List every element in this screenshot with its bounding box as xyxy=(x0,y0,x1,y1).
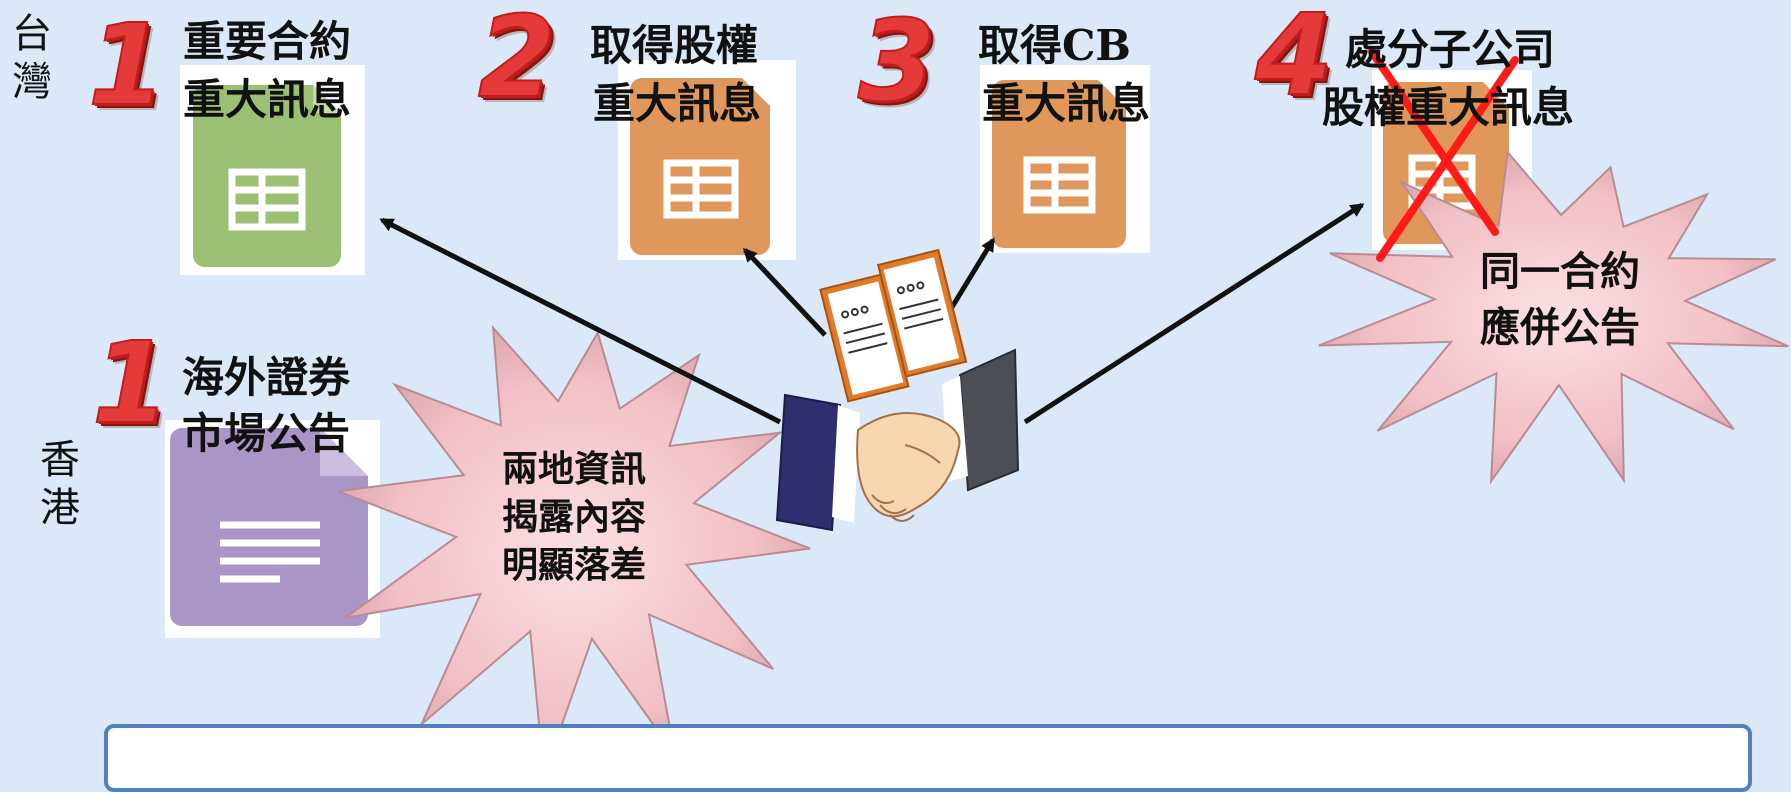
item-3-caption-line1: 取得CB xyxy=(978,21,1131,70)
spreadsheet-doc-icon xyxy=(980,65,1150,253)
spreadsheet-doc-icon xyxy=(180,65,365,275)
gap-burst-line1: 兩地資訊 xyxy=(501,448,646,490)
hk-item-number: 1 xyxy=(91,319,171,449)
item-3-caption-line2: 重大訊息 xyxy=(982,79,1151,128)
hk-item-caption-line2: 市場公告 xyxy=(182,409,351,458)
gap-burst-line3: 明顯落差 xyxy=(501,544,646,586)
item-1-caption-line2: 重大訊息 xyxy=(183,75,352,124)
arrow-to-item-1 xyxy=(379,217,782,425)
item-2-caption-line1: 取得股權 xyxy=(590,21,759,70)
item-2-caption-line2: 重大訊息 xyxy=(593,79,762,128)
region-label-hongkong: 香港 xyxy=(40,437,80,531)
diagram-canvas xyxy=(165,48,1789,745)
item-1-caption-line1: 重要合約 xyxy=(183,17,352,66)
region-label-taiwan: 台灣 xyxy=(12,11,52,105)
bottom-content-box xyxy=(104,724,1752,792)
item-4-number: 4 xyxy=(1254,0,1334,121)
spreadsheet-doc-icon xyxy=(618,60,796,260)
gap-burst-line2: 揭露內容 xyxy=(501,496,646,538)
combine-burst xyxy=(1318,149,1789,485)
item-4-caption-line1: 處分子公司 xyxy=(1345,25,1556,74)
text-doc-icon xyxy=(165,420,380,638)
item-1-number: 1 xyxy=(87,1,167,131)
item-3-number: 3 xyxy=(857,0,937,127)
gap-burst xyxy=(337,324,811,745)
item-4-caption-line2: 股權重大訊息 xyxy=(1322,83,1575,132)
cross-out-mark xyxy=(1368,48,1519,262)
handshake-contract-icon xyxy=(775,248,1020,532)
arrow-to-item-2 xyxy=(742,247,827,337)
combine-burst-line2: 應併公告 xyxy=(1480,304,1640,351)
combine-burst-line1: 同一合約 xyxy=(1480,248,1640,295)
arrow-to-item-4 xyxy=(1023,202,1365,425)
arrows xyxy=(379,202,1365,425)
item-2-number: 2 xyxy=(477,0,557,123)
hk-item-caption-line1: 海外證券 xyxy=(182,353,351,402)
